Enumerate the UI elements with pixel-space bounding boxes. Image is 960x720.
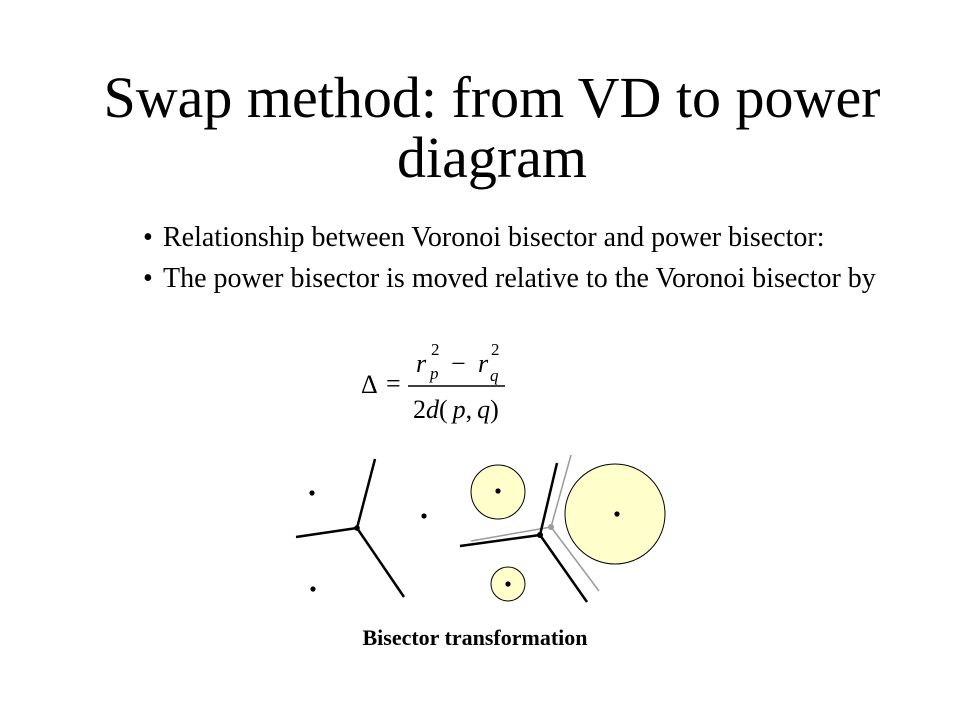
site-point [505, 581, 511, 587]
formula-delta: Δ [361, 370, 378, 399]
site-point [309, 490, 315, 496]
denominator-close-paren: ) [490, 395, 499, 424]
denominator-d: d [426, 395, 440, 424]
voronoi-bisector-edge [459, 533, 541, 548]
formula-r-p-base: r [416, 349, 427, 378]
power-bisector-edge [550, 526, 600, 592]
denominator-two: 2 [413, 395, 426, 424]
formula-r-q-sup: 2 [491, 340, 500, 359]
bullet-text: Relationship between Voronoi bisector an… [163, 222, 825, 253]
slide-title: Swap method: from VD to power diagram [103, 65, 881, 190]
bullet-text: The power bisector is moved relative to … [163, 263, 876, 294]
denominator-open-paren: ( [439, 395, 448, 424]
voronoi-diagram [295, 458, 427, 598]
formula-equals: = [386, 369, 401, 398]
bisector-offset-formula: Δ = r 2 p − r 2 q 2d(p,q) [361, 340, 505, 424]
site-point [614, 511, 620, 517]
voronoi-bisector-edge [538, 462, 559, 536]
site-point [495, 488, 501, 494]
denominator-p: p [451, 395, 466, 424]
formula-denominator: 2d(p,q) [413, 395, 499, 424]
voronoi-bisector-edge [355, 458, 377, 529]
bullet-icon: • [143, 263, 153, 294]
power-diagram [459, 454, 666, 603]
voronoi-bisector-edge [295, 526, 358, 539]
voronoi-vertex [537, 532, 543, 538]
voronoi-bisector-edge [538, 534, 589, 603]
site-point [421, 513, 427, 519]
formula-r-p-sub: p [429, 364, 439, 383]
denominator-q: q [477, 395, 490, 424]
formula-r-q-sub: q [490, 366, 499, 385]
power-vertex [548, 524, 554, 530]
figure-caption: Bisector transformation [362, 625, 588, 650]
formula-r-q-base: r [478, 349, 489, 378]
denominator-comma: , [466, 395, 473, 424]
bullet-icon: • [143, 222, 153, 253]
site-point [310, 586, 316, 592]
formula-minus: − [451, 349, 466, 378]
power-bisector-edge [550, 454, 572, 528]
voronoi-vertex [354, 525, 360, 531]
voronoi-bisector-edge [355, 527, 406, 598]
power-bisector-edge [470, 526, 552, 542]
formula-r-p-sup: 2 [431, 340, 440, 359]
